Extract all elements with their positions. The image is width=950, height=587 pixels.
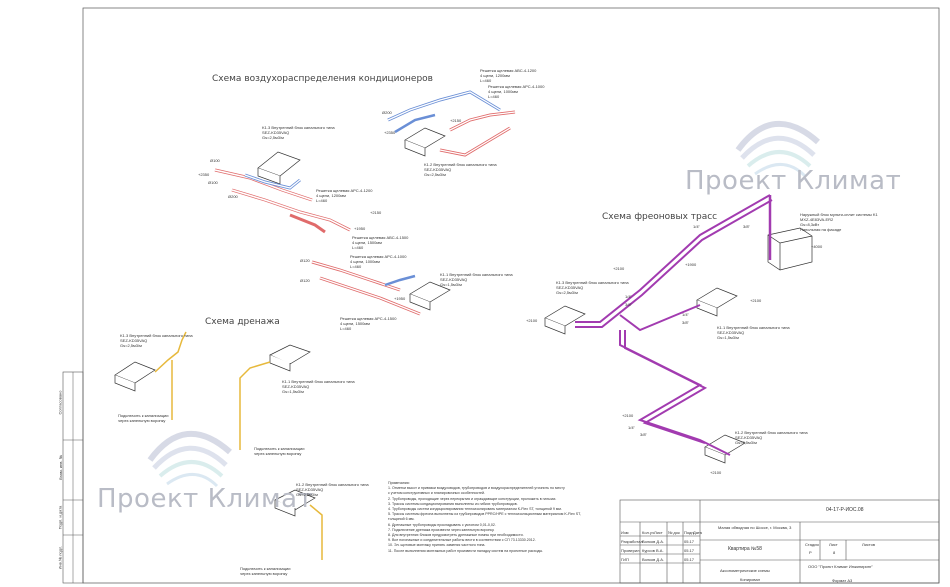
drainage-network bbox=[114, 331, 323, 560]
stamp-date: 05.17 bbox=[684, 539, 695, 544]
duct-label: +1950 bbox=[354, 226, 366, 231]
indoor-unit-k1-2 bbox=[404, 127, 446, 149]
stamp-sheet-header: Лист bbox=[829, 542, 838, 547]
pipe-label: 1/4" bbox=[682, 312, 689, 317]
pipe-label: 1/4" bbox=[625, 294, 632, 299]
duct-label: Ø120 bbox=[300, 258, 310, 263]
stamp-object: Квартира №58 bbox=[728, 546, 762, 552]
title-freon: Схема фреоновых трасс bbox=[602, 212, 718, 222]
stamp-code: 04-17-Р-ИОС.08 bbox=[826, 507, 864, 513]
duct-label: Ø120 bbox=[300, 278, 310, 283]
stamp-stage: Р bbox=[809, 550, 812, 555]
stamp-sheet-title: Аксонометрические схемы bbox=[720, 568, 770, 573]
duct-label: Ø100 bbox=[208, 180, 218, 185]
duct-label: Ø200 bbox=[228, 194, 238, 199]
pipe-label: +4000 bbox=[811, 244, 823, 249]
watermark-logo-top bbox=[735, 120, 820, 178]
stamp-person: Волков Д.А. bbox=[642, 557, 664, 562]
stamp-header: Дата bbox=[693, 530, 702, 535]
pipe-label: 3/8" bbox=[743, 224, 750, 229]
stamp-format: Формат А3 bbox=[832, 578, 853, 583]
duct-label: +1950 bbox=[394, 296, 406, 301]
ac-duct-network bbox=[214, 90, 516, 316]
side-stamp-text: Взам. инв. № bbox=[57, 455, 63, 480]
stamp-address: Малая обводная по Шоссе, г. Москва, 3 bbox=[718, 525, 792, 530]
stamp-header: Подп. bbox=[684, 530, 695, 535]
pipe-label: 1/4" bbox=[693, 224, 700, 229]
stamp-header: Кол.уч bbox=[642, 530, 654, 535]
stamp-stage-header: Стадия bbox=[805, 542, 819, 547]
stamp-header: Изм bbox=[621, 530, 629, 535]
stamp-person: Волков Д.А. bbox=[642, 539, 664, 544]
title-block bbox=[619, 499, 940, 584]
stamp-person: Курсов В.А. bbox=[642, 548, 664, 553]
watermark-text-bottom: Проект Климат bbox=[97, 484, 314, 514]
pipe-label: 3/8" bbox=[682, 320, 689, 325]
freon-network bbox=[544, 194, 813, 464]
stamp-copied: Копировал bbox=[740, 577, 761, 582]
stamp-company: ООО "Проект Климат Инжиниринг" bbox=[808, 564, 873, 569]
pipe-label: +2100 bbox=[613, 266, 625, 271]
side-stamp-text: Инв.№ подл. bbox=[57, 545, 63, 570]
side-stamp-text: Подп. и дата bbox=[57, 505, 63, 530]
watermark-text-top: Проект Климат bbox=[685, 166, 902, 196]
pipe-label: +2100 bbox=[750, 298, 762, 303]
pipe-label: +2100 bbox=[710, 470, 722, 475]
stamp-role: Проверил bbox=[621, 548, 640, 553]
stamp-header: № док bbox=[668, 530, 680, 535]
pipe-label: 3/8" bbox=[625, 302, 632, 307]
indoor-unit-k1-3 bbox=[257, 151, 301, 177]
duct-label: Ø200 bbox=[382, 110, 392, 115]
stamp-date: 05.17 bbox=[684, 557, 695, 562]
duct-label: Ø100 bbox=[210, 158, 220, 163]
pipe-label: +2100 bbox=[526, 318, 538, 323]
pipe-label: 1/4" bbox=[628, 425, 635, 430]
duct-label: +2350 bbox=[198, 172, 210, 177]
stamp-sheet: 8 bbox=[833, 550, 836, 555]
stamp-header: Лист bbox=[654, 530, 663, 535]
stamp-role: Разработал bbox=[621, 539, 643, 544]
pipe-label: +2100 bbox=[622, 413, 634, 418]
duct-label: +2150 bbox=[370, 210, 382, 215]
pipe-label: +1900 bbox=[685, 262, 697, 267]
watermark-logo-bottom bbox=[147, 430, 232, 488]
duct-label: +2350 bbox=[384, 130, 396, 135]
pipe-label: 3/8" bbox=[640, 432, 647, 437]
stamp-sheets-header: Листов bbox=[862, 542, 875, 547]
title-ac-distribution: Схема воздухораспределения кондиционеров bbox=[212, 74, 433, 84]
duct-label: +2150 bbox=[450, 118, 462, 123]
side-stamp-text: Согласовано bbox=[57, 390, 63, 415]
title-drainage: Схема дренажа bbox=[205, 317, 280, 327]
outdoor-unit bbox=[767, 227, 813, 271]
stamp-date: 05.17 bbox=[684, 548, 695, 553]
drawing-frame bbox=[82, 7, 940, 584]
stamp-role: ГИП bbox=[621, 557, 629, 562]
notes-block: Примечания: 1. Отметки высот и привязки … bbox=[388, 481, 581, 553]
